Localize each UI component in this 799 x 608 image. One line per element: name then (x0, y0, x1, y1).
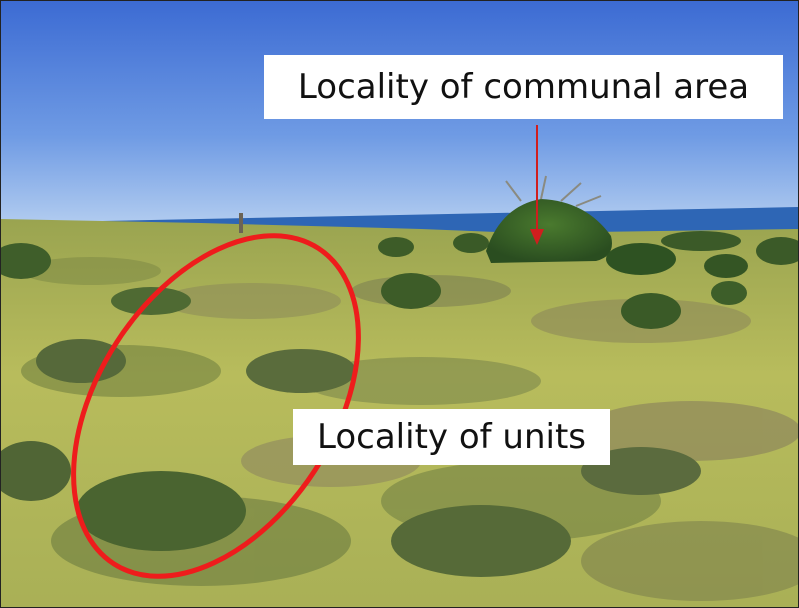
fence-post (239, 213, 243, 233)
communal-area-label: Locality of communal area (264, 55, 783, 119)
units-locality-ellipse (71, 233, 361, 579)
communal-area-bush (486, 175, 676, 275)
arrow-icon (530, 125, 544, 245)
shrubs (1, 231, 798, 577)
units-label: Locality of units (293, 409, 610, 465)
